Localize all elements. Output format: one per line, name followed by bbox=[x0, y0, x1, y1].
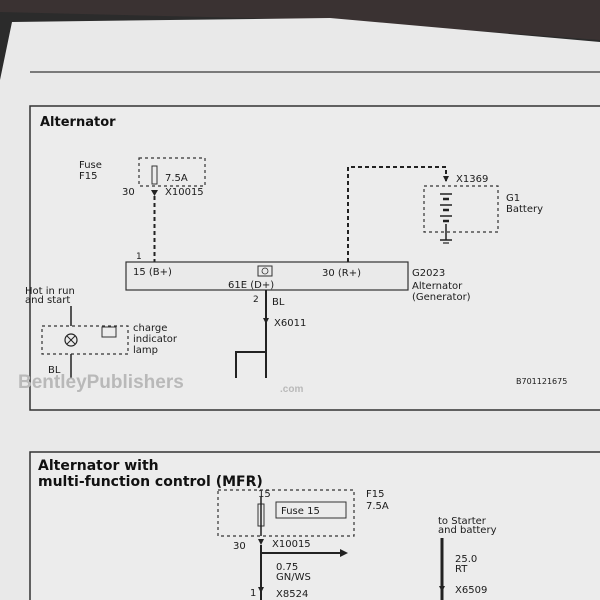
connector-arrow-icon bbox=[151, 190, 158, 196]
fuse-box bbox=[138, 157, 206, 187]
connector-x6011: X6011 bbox=[274, 318, 306, 329]
starter-label-2: and battery bbox=[438, 525, 497, 536]
alternator-name: Alternator bbox=[412, 281, 463, 292]
diagram-alternator-mfr: Alternator with multi-function control (… bbox=[29, 451, 600, 600]
diagram-frame-2 bbox=[29, 451, 600, 600]
battery-arrow-icon bbox=[443, 176, 449, 182]
diagram-title-line2: multi-function control (MFR) bbox=[38, 474, 263, 490]
diagram-frame bbox=[29, 105, 600, 411]
fuse-id: F15 bbox=[79, 171, 97, 182]
watermark: BentleyPublishers bbox=[18, 372, 184, 393]
alternator-symbol-icon-inner bbox=[261, 267, 269, 275]
pin-1-bottom: 1 bbox=[250, 588, 256, 599]
lamp-label-3: lamp bbox=[133, 345, 158, 356]
battery-id: G1 bbox=[506, 193, 520, 204]
alternator-sub: (Generator) bbox=[412, 292, 471, 303]
connector-x8524: X8524 bbox=[276, 589, 308, 600]
charge-symbol-icon bbox=[101, 326, 117, 338]
pin-30: 30 bbox=[233, 541, 246, 552]
cable-size: 25.0 bbox=[455, 554, 477, 565]
connector-arrow-icon-3 bbox=[258, 539, 264, 545]
lamp-label-1: charge bbox=[133, 323, 167, 334]
battery-box bbox=[423, 185, 499, 233]
diagram-alternator: Alternator Fuse F15 7.5A 30 X10015 1 15 … bbox=[18, 105, 600, 411]
fuse-box-2 bbox=[217, 489, 355, 537]
battery-icon bbox=[440, 193, 452, 244]
battery-connector: X1369 bbox=[456, 174, 488, 185]
battery-name: Battery bbox=[506, 204, 543, 215]
connector-arrow-icon-5 bbox=[439, 586, 445, 592]
wire-r-to-battery bbox=[347, 166, 447, 262]
terminal-b: 15 (B+) bbox=[133, 267, 172, 278]
figure-id: B701121675 bbox=[516, 377, 567, 386]
terminal-d: 61E (D+) bbox=[228, 280, 274, 291]
watermark-suffix: .com bbox=[280, 384, 303, 395]
diagram-title-line1: Alternator with bbox=[38, 458, 159, 474]
hot-label-2: and start bbox=[25, 295, 70, 306]
lamp-label-2: indicator bbox=[133, 334, 178, 345]
branch-arrow-icon bbox=[340, 549, 348, 557]
diagram-title: Alternator bbox=[40, 115, 116, 130]
fuse-icon bbox=[151, 165, 158, 185]
fuse-box-label: Fuse 15 bbox=[281, 506, 320, 517]
lamp-icon-x2 bbox=[66, 335, 76, 345]
fuse-pin: 30 bbox=[122, 187, 135, 198]
connector-x10015: X10015 bbox=[272, 539, 311, 550]
pin-2: 2 bbox=[253, 295, 259, 305]
wire-color: GN/WS bbox=[276, 572, 311, 583]
wire-lamp-return bbox=[235, 351, 266, 378]
wire-size: 0.75 bbox=[276, 562, 298, 573]
alternator-id: G2023 bbox=[412, 268, 445, 279]
cable-color: RT bbox=[455, 564, 468, 575]
terminal-r: 30 (R+) bbox=[322, 268, 361, 279]
fuse-connector: X10015 bbox=[165, 187, 204, 198]
fuse-rating: 7.5A bbox=[165, 173, 188, 184]
fuse-id-2: F15 bbox=[366, 489, 384, 500]
fuse-label: Fuse bbox=[79, 160, 102, 171]
fuse-label-box bbox=[275, 501, 347, 519]
fuse-rating-2: 7.5A bbox=[366, 501, 389, 512]
lamp-box bbox=[41, 325, 129, 355]
wire-color-bl: BL bbox=[272, 297, 285, 308]
pin-1: 1 bbox=[136, 252, 142, 262]
lamp-icon bbox=[64, 333, 78, 347]
pin-15: 15 bbox=[258, 489, 271, 500]
alternator-symbol-icon bbox=[257, 265, 273, 277]
starter-label-1: to Starter bbox=[438, 516, 487, 527]
hot-label-1: Hot in run bbox=[25, 286, 75, 297]
connector-arrow-icon-4 bbox=[258, 587, 264, 593]
connector-arrow-icon-2 bbox=[263, 318, 269, 324]
connector-x6509: X6509 bbox=[455, 585, 487, 596]
lamp-wire-color: BL bbox=[48, 365, 61, 376]
background-top bbox=[0, 0, 600, 40]
